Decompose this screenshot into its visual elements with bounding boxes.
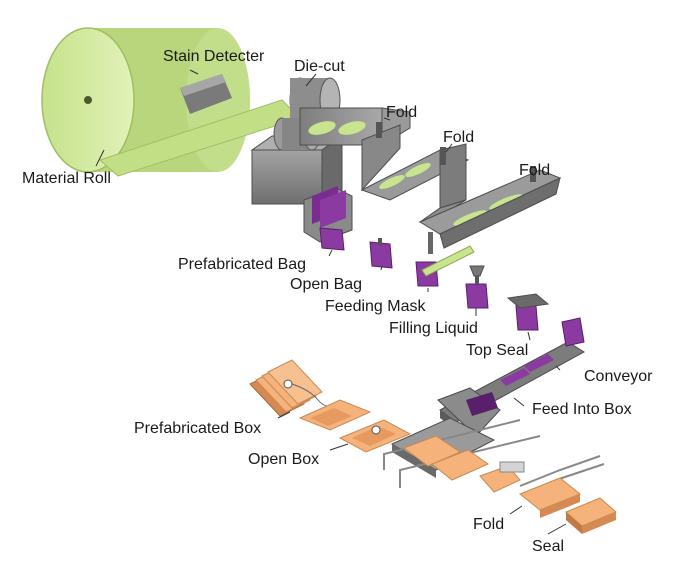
fold-belt-1 <box>299 107 411 192</box>
open-boxes <box>298 399 412 453</box>
fold-belt-3 <box>418 166 562 249</box>
label-filling-liquid: Filling Liquid <box>389 320 478 337</box>
label-fold-2: Fold <box>443 129 475 146</box>
stain-detector <box>180 74 232 114</box>
label-prefabricated-bag: Prefabricated Bag <box>178 256 307 273</box>
label-conveyor: Conveyor <box>584 368 653 385</box>
label-material-roll: Material Roll <box>22 170 111 187</box>
label-top-seal: Top Seal <box>466 342 529 359</box>
label-feeding-mask: Feeding Mask <box>325 298 426 315</box>
label-die-cut: Die-cut <box>294 58 345 75</box>
label-feed-into-box: Feed Into Box <box>532 401 632 418</box>
fold-seal <box>519 455 617 534</box>
label-prefabricated-box: Prefabricated Box <box>134 420 262 437</box>
label-open-bag: Open Bag <box>290 276 363 293</box>
label-stain-detecter: Stain Detecter <box>163 48 265 65</box>
bag-magazine <box>303 186 353 243</box>
boxing-machine <box>383 387 541 493</box>
label-seal: Seal <box>532 538 565 555</box>
label-fold-box: Fold <box>473 516 505 533</box>
leader-lines <box>95 69 567 535</box>
label-fold-1: Fold <box>386 104 418 121</box>
bag-flow <box>319 227 550 331</box>
label-open-box: Open Box <box>248 451 320 468</box>
label-fold-3: Fold <box>519 162 551 179</box>
